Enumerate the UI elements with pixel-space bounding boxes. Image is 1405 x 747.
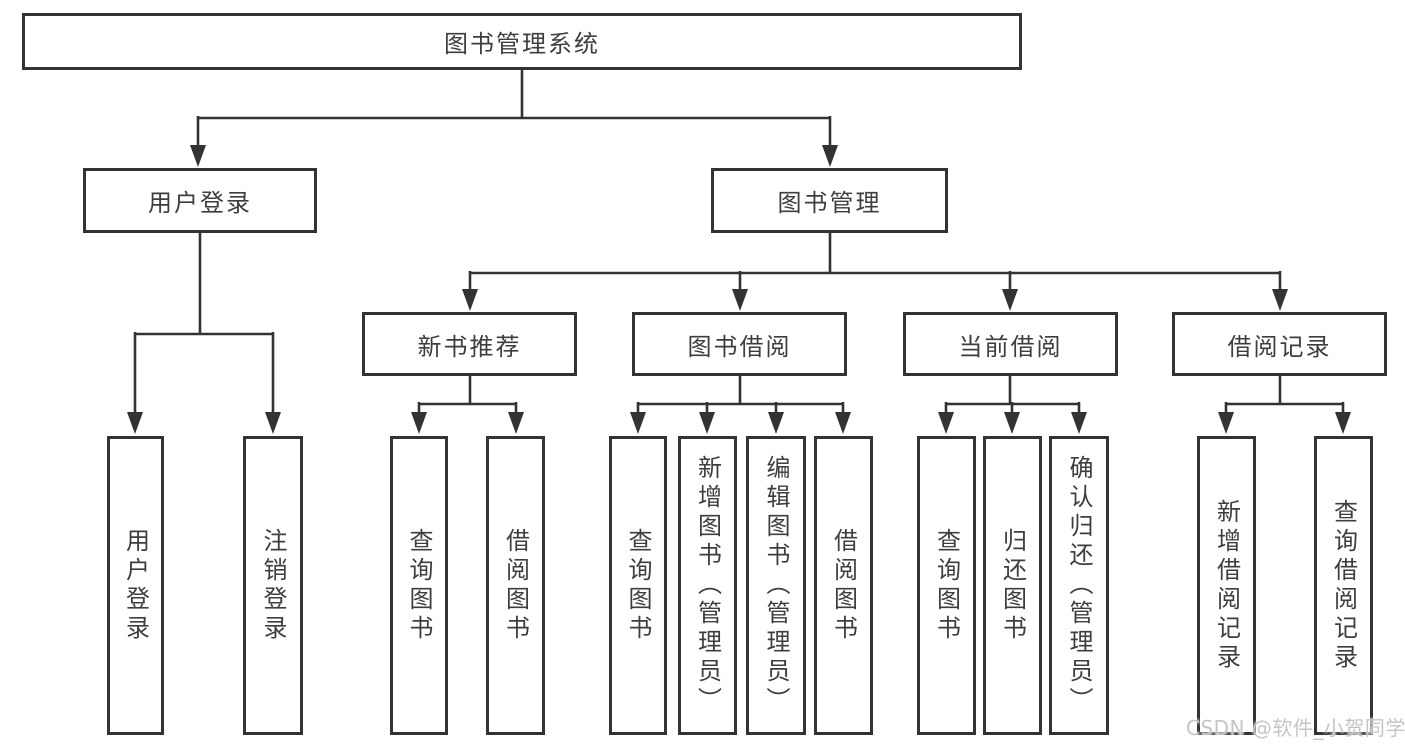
leaf-borrow-query-books: 查询图书: [609, 436, 667, 735]
leaf-newbook-borrow-books: 借阅图书: [486, 436, 545, 735]
node-library-system: 图书管理系统: [22, 13, 1022, 70]
leaf-borrow-add-books-admin-label: 新增图书（管理员）: [693, 455, 722, 716]
node-book-borrow: 图书借阅: [632, 312, 847, 376]
node-user-login: 用户登录: [83, 168, 317, 233]
leaf-current-confirm-return-admin-label: 确认归还（管理员）: [1065, 455, 1093, 716]
leaf-records-add-record: 新增借阅记录: [1197, 436, 1256, 735]
leaf-current-return-books: 归还图书: [983, 436, 1042, 735]
node-book-management: 图书管理: [711, 168, 948, 233]
node-borrow-records: 借阅记录: [1172, 312, 1387, 376]
leaf-newbook-query-books: 查询图书: [390, 436, 448, 735]
leaf-borrow-edit-books-admin-label: 编辑图书（管理员）: [762, 455, 790, 716]
leaf-records-add-record-label: 新增借阅记录: [1212, 498, 1241, 673]
leaf-current-return-books-label: 归还图书: [998, 527, 1027, 644]
leaf-logout-login: 注销登录: [243, 436, 303, 735]
leaf-borrow-add-books-admin: 新增图书（管理员）: [678, 436, 737, 735]
leaf-borrow-borrow-books-label: 借阅图书: [829, 527, 858, 644]
leaf-current-confirm-return-admin: 确认归还（管理员）: [1049, 436, 1109, 735]
leaf-borrow-borrow-books: 借阅图书: [814, 436, 873, 735]
leaf-current-query-books: 查询图书: [917, 436, 976, 735]
leaf-borrow-query-books-label: 查询图书: [624, 527, 652, 644]
node-current-borrow: 当前借阅: [903, 312, 1118, 376]
leaf-logout-login-label: 注销登录: [259, 527, 287, 644]
leaf-newbook-borrow-books-label: 借阅图书: [501, 527, 530, 644]
leaf-newbook-query-books-label: 查询图书: [405, 527, 433, 644]
leaf-user-login: 用户登录: [107, 436, 164, 735]
leaf-records-query-record: 查询借阅记录: [1314, 436, 1373, 735]
leaf-borrow-edit-books-admin: 编辑图书（管理员）: [746, 436, 806, 735]
watermark: CSDN @软件_小贺同学: [1186, 716, 1405, 740]
leaf-current-query-books-label: 查询图书: [932, 527, 961, 644]
node-new-book-recommend: 新书推荐: [362, 312, 577, 376]
leaf-records-query-record-label: 查询借阅记录: [1329, 498, 1358, 673]
leaf-user-login-label: 用户登录: [121, 527, 150, 644]
